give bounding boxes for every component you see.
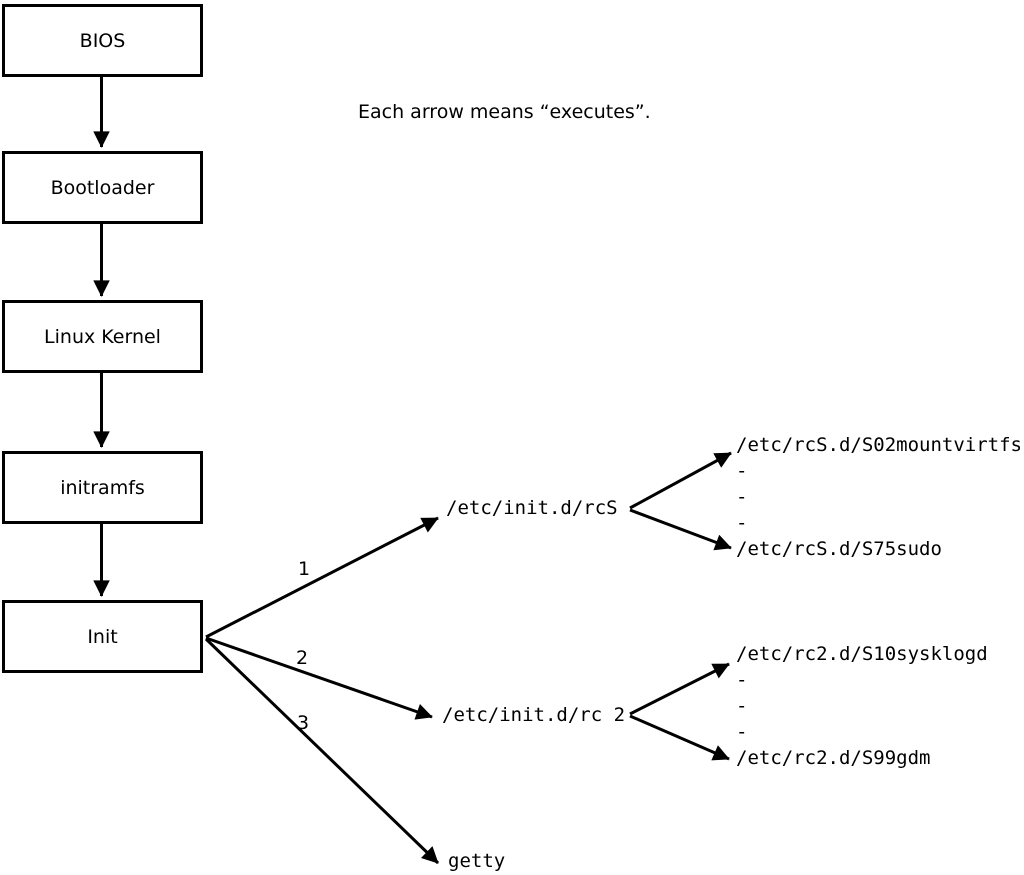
branch-number-3: 3 <box>297 712 310 734</box>
box-init: Init <box>2 600 203 673</box>
rc2-child-ellipsis-1: - <box>736 669 748 691</box>
rcs-child-s75sudo: /etc/rcS.d/S75sudo <box>736 538 942 560</box>
box-bios-label: BIOS <box>79 29 126 52</box>
box-bios: BIOS <box>2 4 203 77</box>
arrow-rc2-to-s10sysklogd <box>629 662 730 716</box>
label-getty: getty <box>448 850 506 872</box>
branch-number-1: 1 <box>298 558 311 580</box>
rcs-children-list: /etc/rcS.d/S02mountvirtfs - - - /etc/rcS… <box>736 432 1022 562</box>
rcs-child-ellipsis-3: - <box>736 512 748 534</box>
label-rcs-script: /etc/init.d/rcS <box>446 497 618 519</box>
rc2-child-s10sysklogd: /etc/rc2.d/S10sysklogd <box>736 643 988 665</box>
box-initramfs-label: initramfs <box>60 476 145 499</box>
branch-number-2: 2 <box>296 647 309 669</box>
arrow-init-to-rcs <box>205 516 439 639</box>
box-linux-kernel: Linux Kernel <box>2 300 203 373</box>
rcs-child-ellipsis-2: - <box>736 486 748 508</box>
arrow-init-to-getty <box>204 637 440 865</box>
rc2-child-ellipsis-2: - <box>736 695 748 717</box>
box-bootloader-label: Bootloader <box>50 176 155 199</box>
rcs-child-ellipsis-1: - <box>736 460 748 482</box>
label-rc2-script: /etc/init.d/rc 2 <box>442 704 626 726</box>
box-initramfs: initramfs <box>2 451 203 524</box>
box-bootloader: Bootloader <box>2 151 203 224</box>
rc2-child-s99gdm: /etc/rc2.d/S99gdm <box>736 747 931 769</box>
rcs-child-s02mountvirtfs: /etc/rcS.d/S02mountvirtfs <box>736 434 1022 456</box>
arrow-rcs-to-s02mountvirtfs <box>629 451 732 510</box>
arrow-rc2-to-s99gdm <box>629 714 730 761</box>
rc2-child-ellipsis-3: - <box>736 721 748 743</box>
legend-note: Each arrow means “executes”. <box>358 101 651 123</box>
box-linux-kernel-label: Linux Kernel <box>44 325 161 348</box>
arrow-init-to-rc2 <box>205 636 433 720</box>
rc2-children-list: /etc/rc2.d/S10sysklogd - - - /etc/rc2.d/… <box>736 641 988 771</box>
arrow-rcs-to-s75sudo <box>629 508 732 551</box>
box-init-label: Init <box>87 625 118 648</box>
